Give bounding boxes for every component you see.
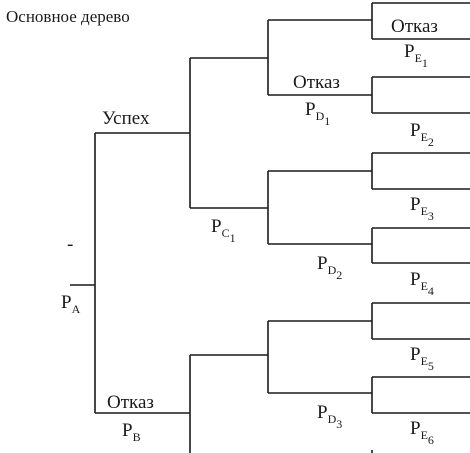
prob-pe1: PE1: [404, 41, 428, 70]
prob-pe3: PE3: [410, 194, 434, 223]
diagram-title: Основное дерево: [6, 7, 130, 26]
prob-pe6: PE6: [410, 418, 434, 447]
prob-pd2: PD2: [317, 253, 342, 282]
prob-pb: PB: [122, 420, 141, 444]
a-tick-mark: -: [67, 234, 73, 255]
prob-pe2: PE2: [410, 120, 434, 149]
label-success: Успех: [102, 108, 150, 129]
label-failure-d1: Отказ: [293, 72, 340, 93]
prob-pd1: PD1: [305, 99, 330, 128]
label-failure-e1: Отказ: [391, 16, 438, 37]
label-failure-a: Отказ: [107, 392, 154, 413]
prob-pc1: PC1: [211, 216, 236, 245]
prob-pa: PA: [61, 292, 81, 316]
prob-pe4: PE4: [410, 269, 434, 298]
prob-pe5: PE5: [410, 344, 434, 373]
prob-pd3: PD3: [317, 402, 342, 431]
